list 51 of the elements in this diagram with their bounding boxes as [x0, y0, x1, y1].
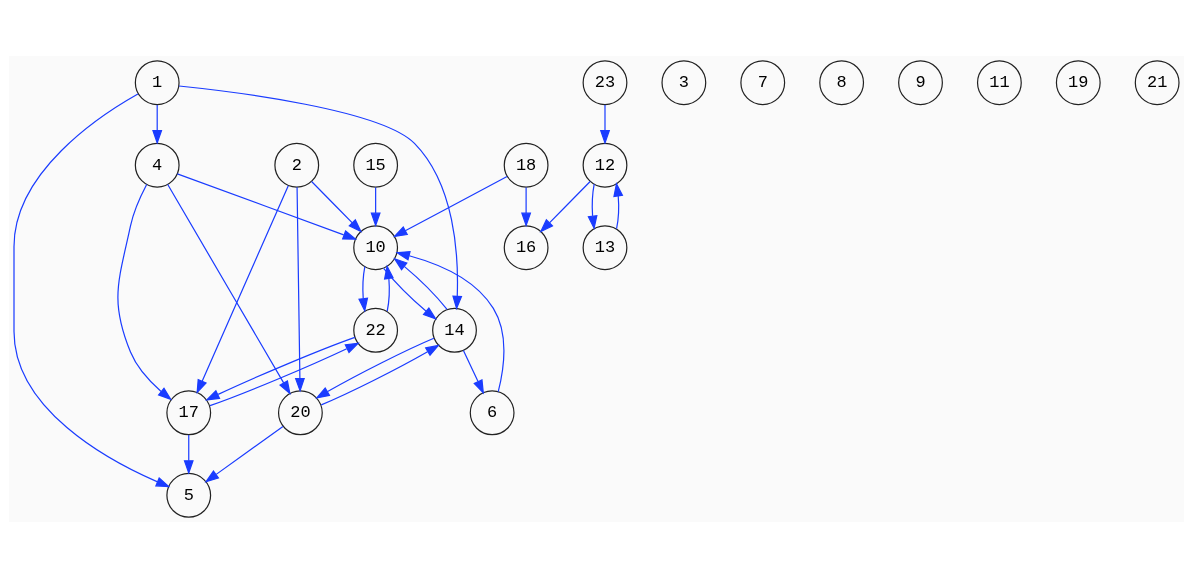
node-circle: 6 [469, 389, 515, 435]
arrow [176, 172, 358, 240]
arrow [358, 265, 369, 313]
arrow [462, 349, 485, 394]
node-circle: 8 [819, 59, 865, 105]
node-circle: 18 [503, 142, 549, 188]
arrow [315, 337, 435, 399]
node-circle: 20 [277, 389, 323, 435]
node-circle: 15 [353, 142, 399, 188]
arrow [370, 186, 381, 227]
node-circle: 16 [503, 224, 549, 270]
arrow [196, 184, 289, 394]
arrow [521, 186, 532, 227]
node-circle: 9 [898, 59, 943, 105]
node-circle: 22 [353, 307, 399, 353]
arrow [587, 183, 598, 230]
arrow [311, 180, 363, 233]
node-circle: 17 [166, 389, 212, 435]
arrow [613, 181, 624, 229]
arrow [117, 183, 173, 400]
node-circle: 10 [353, 224, 399, 270]
arrow [205, 336, 356, 401]
node-circle: 21 [1134, 59, 1180, 105]
node-circle: 19 [1055, 59, 1101, 105]
arrow [167, 183, 291, 395]
arrow [320, 344, 440, 405]
arrow [183, 433, 194, 475]
node-circle: 4 [134, 142, 180, 188]
node-circle: 11 [976, 59, 1022, 105]
arrow [383, 264, 394, 312]
node-circle: 2 [274, 142, 320, 188]
node-circle: 5 [166, 472, 212, 518]
node-circle: 23 [582, 59, 628, 105]
arrow [294, 186, 305, 393]
arrow [152, 103, 163, 145]
node-circle: 3 [661, 59, 707, 105]
arrow [599, 103, 611, 145]
node-circle: 14 [432, 307, 477, 353]
arrow [178, 84, 463, 310]
arrow [13, 92, 171, 487]
node-circle: 13 [582, 224, 628, 270]
node-circle: 7 [740, 59, 786, 105]
arrow [392, 175, 508, 237]
arrow [395, 250, 505, 392]
node-circle: 12 [582, 142, 628, 188]
arrow [204, 425, 284, 483]
arrow [393, 257, 448, 310]
arrow [539, 180, 591, 233]
arrow [209, 342, 360, 406]
node-circle: 1 [134, 59, 180, 105]
arrow [383, 267, 438, 320]
